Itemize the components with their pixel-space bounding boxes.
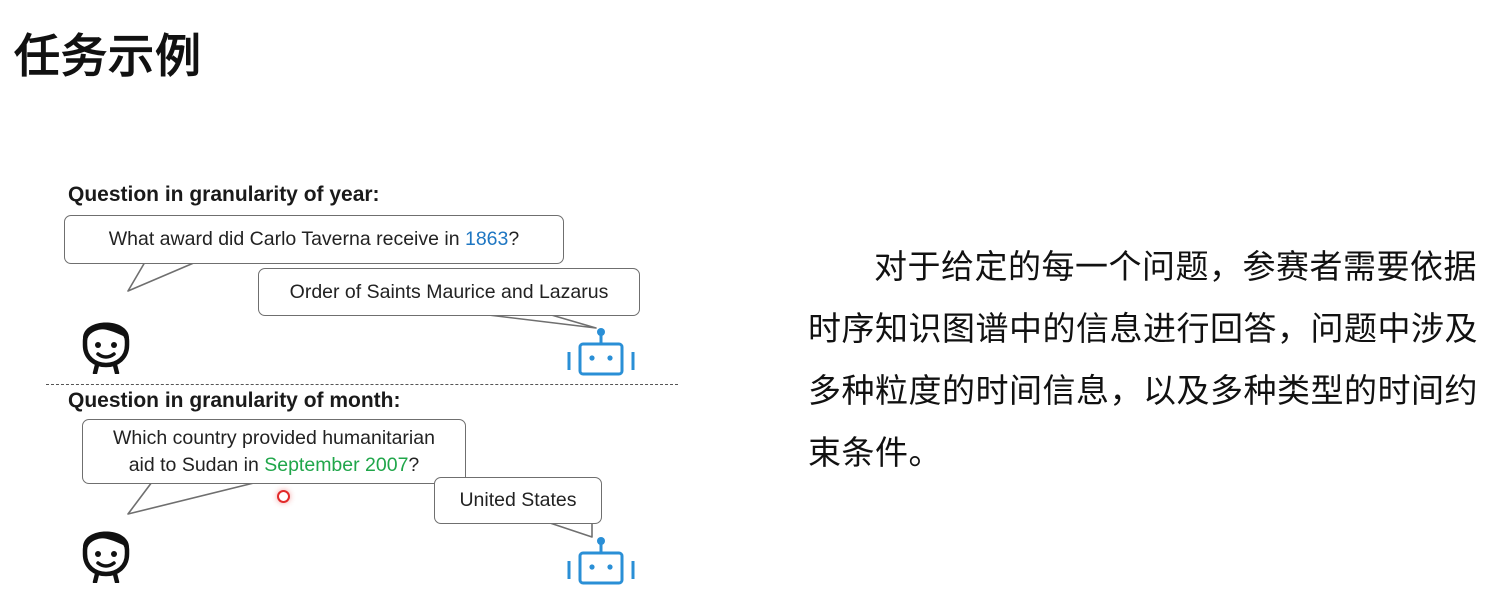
question-text-2: Which country provided humanitarian aid … xyxy=(113,427,435,476)
question-bubble-1: What award did Carlo Taverna receive in … xyxy=(64,215,564,264)
answer-bubble-2: United States xyxy=(434,477,602,524)
page-title: 任务示例 xyxy=(14,29,202,83)
task-description: 对于给定的每一个问题，参赛者需要依据时序知识图谱中的信息进行回答，问题中涉及多种… xyxy=(808,247,1478,472)
robot-icon xyxy=(567,328,635,376)
time-highlight-2: September 2007 xyxy=(264,453,409,476)
question-bubble-2: Which country provided humanitarian aid … xyxy=(82,419,466,484)
answer-text-2: United States xyxy=(459,489,577,512)
answer-text-1: Order of Saints Maurice and Lazarus xyxy=(289,280,609,303)
person-icon xyxy=(82,322,130,374)
example-1-heading: Question in granularity of year: xyxy=(68,183,380,206)
answer-bubble-1: Order of Saints Maurice and Lazarus xyxy=(258,268,640,316)
section-divider xyxy=(46,384,678,385)
time-highlight-1: 1863 xyxy=(464,228,509,251)
question-text-1: What award did Carlo Taverna receive in … xyxy=(108,228,520,251)
example-2-heading: Question in granularity of month: xyxy=(68,389,401,412)
person-icon xyxy=(82,531,130,583)
robot-icon xyxy=(567,537,635,585)
laser-pointer-icon xyxy=(277,490,290,503)
